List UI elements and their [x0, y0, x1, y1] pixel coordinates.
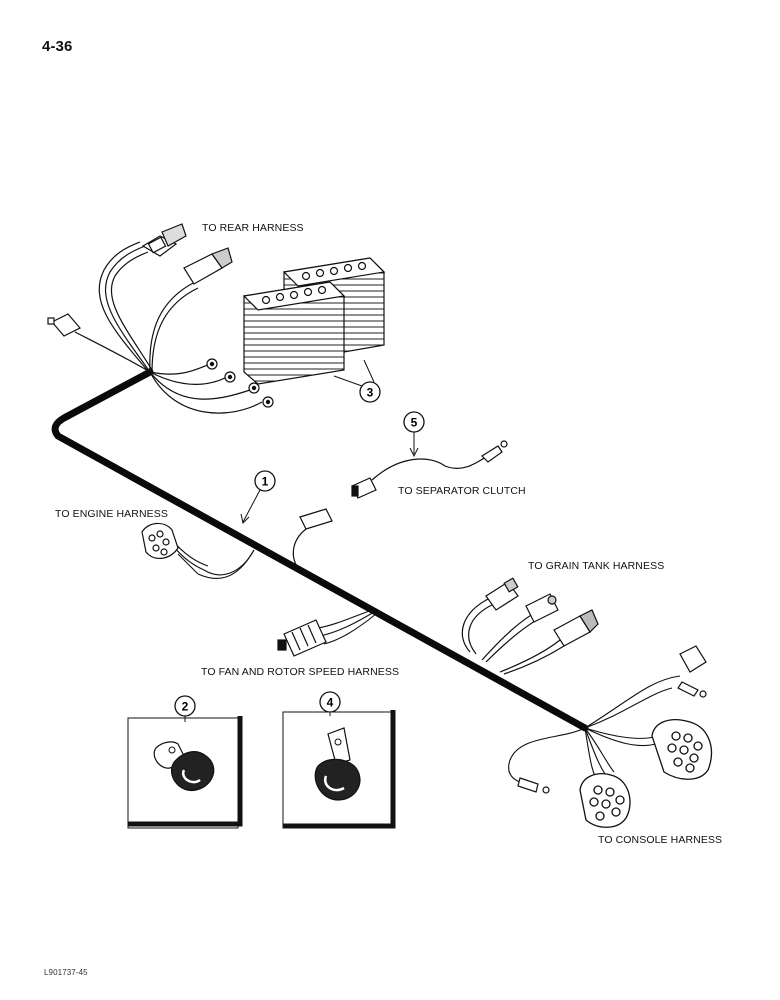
- rear-connector-b: [183, 247, 233, 285]
- ring-terminals: [206, 358, 274, 408]
- inline-module: [292, 508, 333, 569]
- battery-stack-front: [242, 281, 346, 385]
- main-harness: [51, 368, 589, 732]
- label-to-console-harness: TO CONSOLE HARNESS: [598, 834, 723, 846]
- callout-3: 3: [333, 359, 381, 403]
- fan-rotor-branch: [317, 609, 377, 645]
- separator-clutch-sensor: [481, 440, 508, 463]
- callout-1-number: 1: [262, 475, 269, 489]
- callout-2-number: 2: [182, 700, 189, 714]
- callout-4: 4: [319, 691, 341, 716]
- console-connector-large: [651, 719, 712, 780]
- label-to-separator-clutch: TO SEPARATOR CLUTCH: [398, 485, 526, 497]
- grain-tank-connector-c: [553, 609, 599, 647]
- label-to-grain-tank-harness: TO GRAIN TANK HARNESS: [528, 560, 665, 572]
- label-to-fan-rotor-harness: TO FAN AND ROTOR SPEED HARNESS: [201, 666, 400, 678]
- rear-harness-branch: [74, 241, 263, 414]
- label-to-rear-harness: TO REAR HARNESS: [202, 222, 304, 234]
- separator-clutch-wire: [371, 451, 495, 481]
- console-ground-lead: [517, 777, 550, 794]
- fan-rotor-connector: [277, 619, 327, 657]
- callout-3-number: 3: [367, 386, 374, 400]
- console-harness-branch: [508, 675, 681, 786]
- rear-connector-a: [141, 223, 187, 257]
- callout-2: 2: [174, 695, 196, 722]
- grain-tank-connector-b: [525, 593, 559, 623]
- clamp-2-panel: [127, 716, 243, 829]
- label-to-engine-harness: TO ENGINE HARNESS: [55, 508, 168, 520]
- small-connector: [47, 313, 81, 337]
- console-connector-medium: [579, 773, 631, 828]
- engine-harness-connector: [141, 522, 179, 559]
- grain-tank-connector-a: [485, 577, 519, 611]
- document-code: L901737-45: [44, 968, 88, 977]
- page-number: 4-36: [42, 38, 73, 55]
- callout-1: 1: [240, 470, 276, 524]
- callout-5: 5: [403, 411, 425, 458]
- engine-harness-branch: [171, 539, 255, 579]
- clamp-4-panel: [282, 710, 396, 829]
- console-connector-small: [677, 645, 707, 698]
- separator-clutch-connector: [351, 477, 377, 499]
- callout-4-number: 4: [327, 696, 334, 710]
- callout-5-number: 5: [411, 416, 418, 430]
